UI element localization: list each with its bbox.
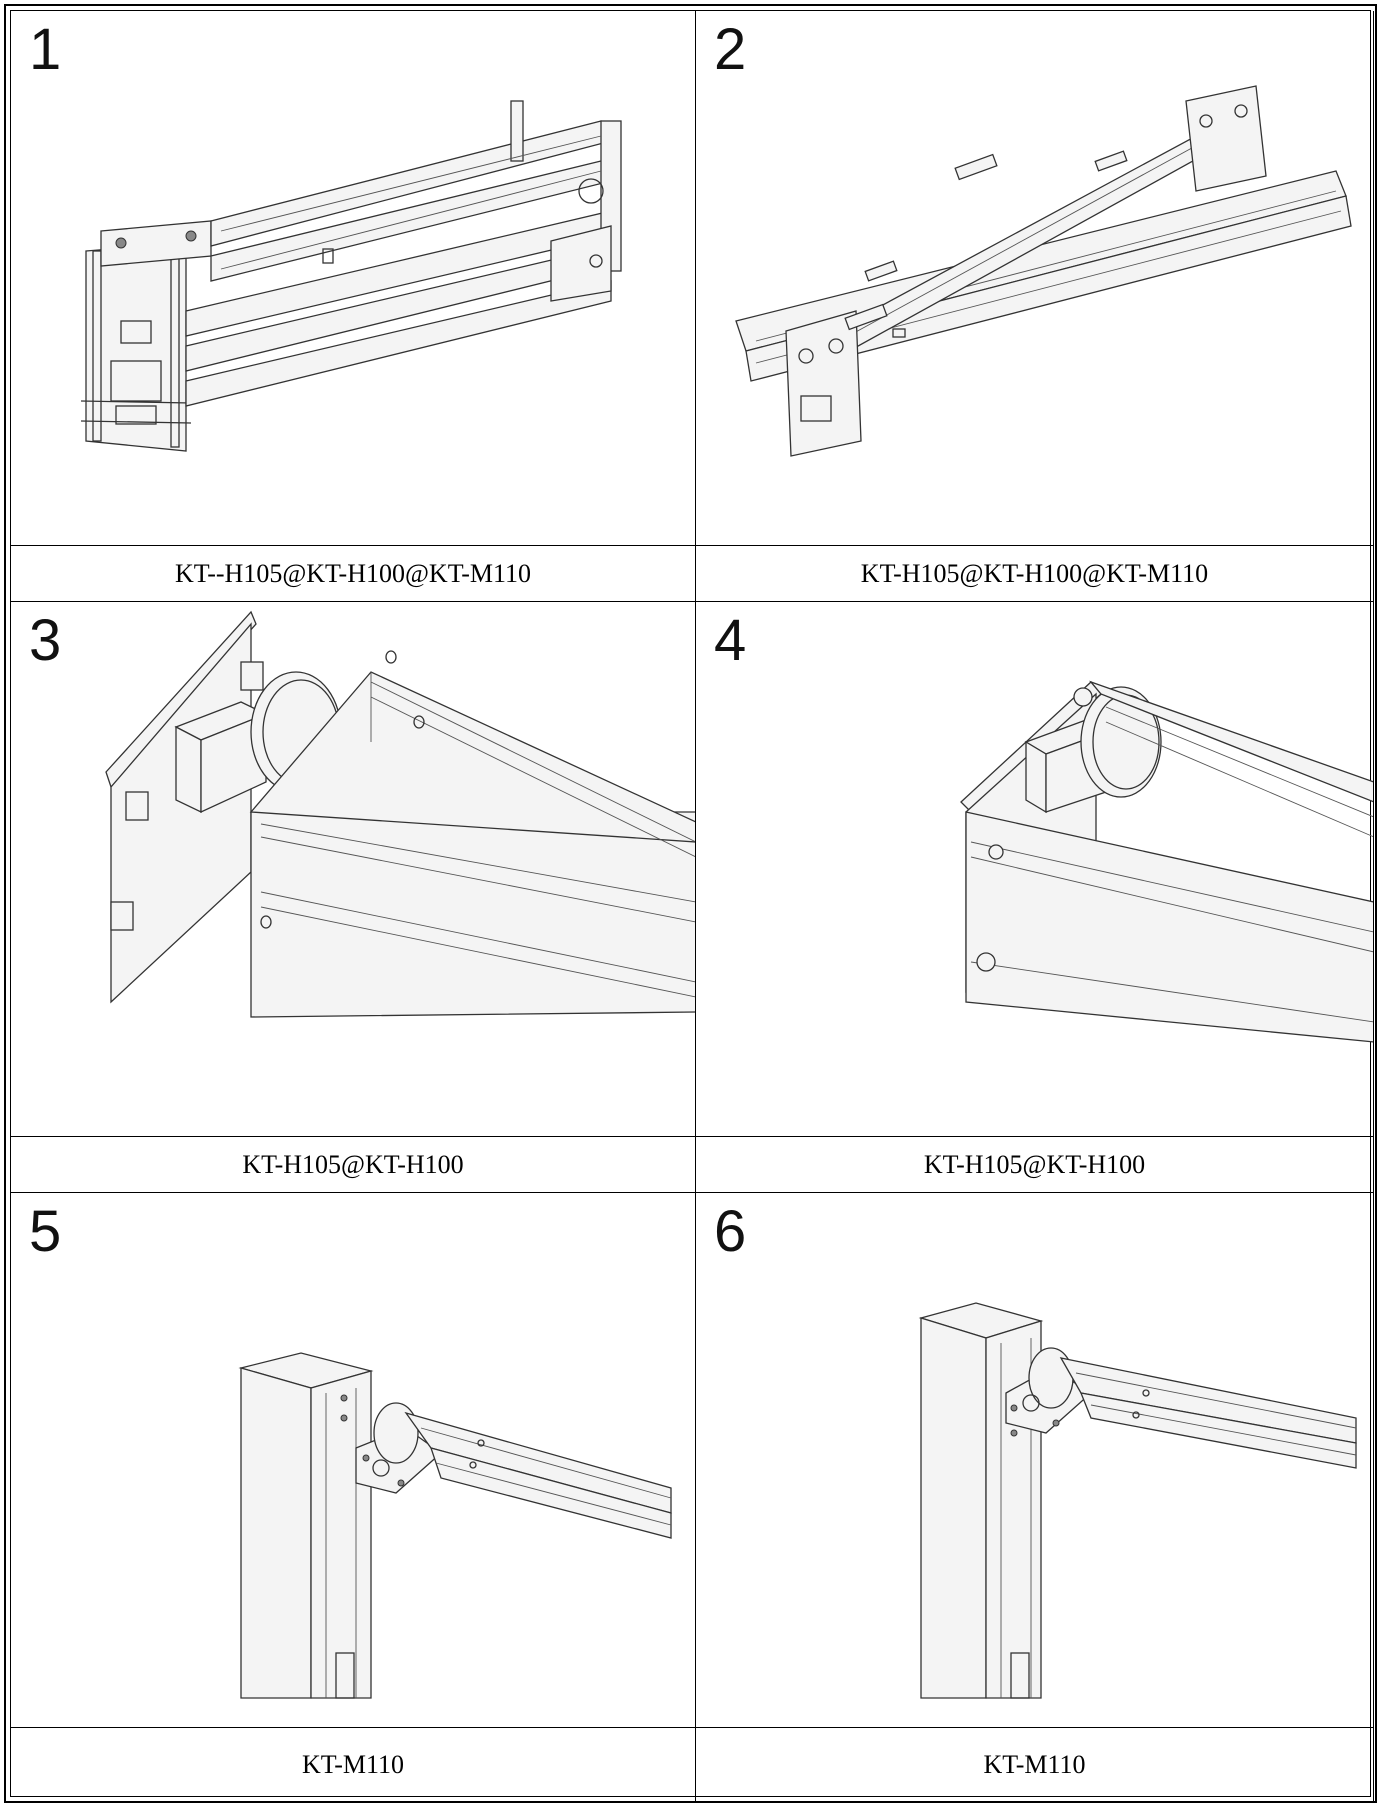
- step-number: 3: [29, 608, 62, 673]
- frame-assembly-illustration: [80, 100, 622, 452]
- post-bracket-illustration: [238, 1352, 672, 1699]
- step-number: 6: [714, 1199, 747, 1264]
- step-number: 4: [714, 608, 747, 673]
- step-number: 2: [714, 17, 747, 82]
- caption-panel-3: KT-H105@KT-H100: [11, 1137, 696, 1193]
- panel-4: 4: [696, 602, 1374, 1137]
- panel-grid: 1: [10, 10, 1374, 1802]
- panel-1: 1: [11, 11, 696, 546]
- pulley-bracket-detail-illustration: [105, 610, 695, 1018]
- step-number: 1: [29, 17, 62, 82]
- caption-panel-2: KT-H105@KT-H100@KT-M110: [696, 546, 1374, 602]
- instruction-sheet: 1: [4, 4, 1377, 1803]
- pulley-installed-detail-illustration: [960, 680, 1373, 1043]
- caption-panel-6: KT-M110: [696, 1728, 1374, 1802]
- caption-panel-5: KT-M110: [11, 1728, 696, 1802]
- caption-panel-1: KT--H105@KT-H100@KT-M110: [11, 546, 696, 602]
- frame-rails-illustration: [735, 85, 1352, 457]
- panel-3: 3: [11, 602, 696, 1137]
- caption-panel-4: KT-H105@KT-H100: [696, 1137, 1374, 1193]
- panel-6: 6: [696, 1193, 1374, 1728]
- panel-5: 5: [11, 1193, 696, 1728]
- post-bracket-installed-illustration: [918, 1302, 1357, 1699]
- step-number: 5: [29, 1199, 62, 1264]
- panel-2: 2: [696, 11, 1374, 546]
